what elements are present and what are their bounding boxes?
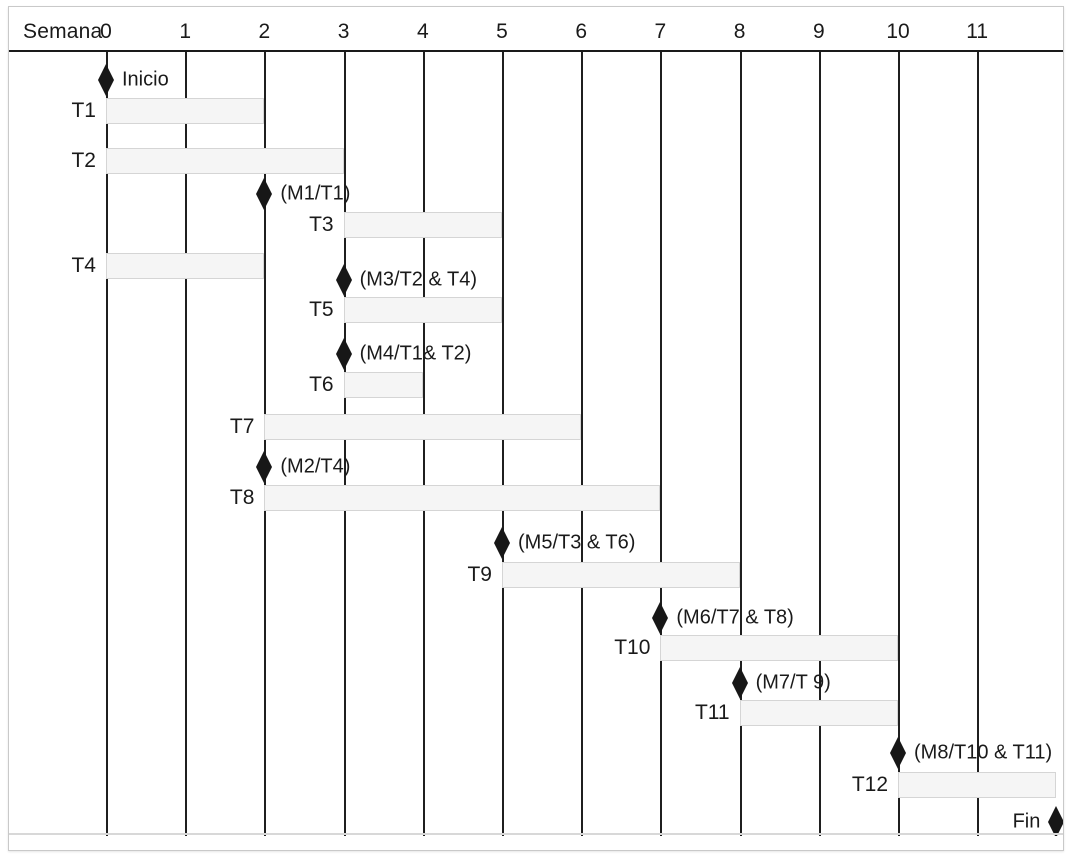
week-tick-1: 1 — [179, 20, 192, 43]
task-label-t3: T3 — [309, 213, 334, 236]
milestone-label-m4-t1-t2: (M4/T1& T2) — [359, 342, 472, 365]
task-label-t1: T1 — [71, 99, 96, 122]
gridline-week-7 — [660, 52, 663, 836]
gridline-week-0 — [106, 52, 108, 836]
header-divider — [9, 50, 1063, 52]
milestone-label-m6-t7-t8: (M6/T7 & T8) — [676, 606, 794, 629]
milestone-label-m8-t10-t11: (M8/T10 & T11) — [914, 741, 1053, 764]
milestone-label-m2-t4: (M2/T4) — [280, 455, 351, 478]
task-bar-t2[interactable] — [106, 148, 344, 174]
task-label-t2: T2 — [71, 149, 96, 172]
task-bar-t5[interactable] — [343, 297, 502, 323]
week-tick-2: 2 — [258, 20, 271, 43]
gridline-week-6 — [581, 52, 584, 836]
week-tick-5: 5 — [496, 20, 508, 43]
gridline-week-8 — [739, 52, 742, 836]
week-tick-11: 11 — [966, 20, 989, 43]
gridline-week-1 — [185, 52, 188, 836]
week-tick-6: 6 — [575, 20, 588, 43]
week-tick-8: 8 — [733, 20, 746, 43]
gridline-week-4 — [422, 52, 425, 836]
task-bar-t7[interactable] — [264, 414, 582, 440]
task-label-t9: T9 — [467, 563, 492, 586]
milestone-label-fin: Fin — [1012, 810, 1041, 833]
gridline-week-2 — [264, 52, 267, 836]
task-bar-t11[interactable] — [739, 700, 898, 726]
task-label-t5: T5 — [309, 298, 334, 321]
task-label-t7: T7 — [229, 415, 255, 438]
task-bar-t12[interactable] — [898, 772, 1057, 798]
milestone-label-m3-t2-t4: (M3/T2 & T4) — [359, 268, 478, 291]
axis-label-semana: Semana — [23, 20, 103, 43]
gridline-week-9 — [818, 52, 821, 836]
milestone-label-m7-t-9: (M7/T 9) — [755, 671, 831, 694]
gridline-week-3 — [343, 52, 346, 836]
task-label-t8: T8 — [229, 486, 255, 509]
task-bar-t9[interactable] — [502, 562, 740, 588]
week-tick-4: 4 — [416, 20, 429, 43]
gridline-week-11 — [977, 52, 980, 836]
gridline-week-5 — [502, 52, 504, 836]
task-bar-t4[interactable] — [106, 253, 265, 279]
task-label-t11: T11 — [694, 701, 730, 724]
week-axis-header: Semana 0 1 2 3 4 5 6 7 8 9 10 11 — [9, 7, 1063, 51]
milestone-label-inicio: Inicio — [122, 68, 169, 91]
task-bar-t3[interactable] — [343, 212, 502, 238]
plot-bottom-rule — [9, 833, 1063, 835]
task-label-t12: T12 — [851, 773, 888, 796]
gridline-week-10 — [898, 52, 900, 836]
task-label-t10: T10 — [614, 636, 651, 659]
task-bar-t10[interactable] — [660, 635, 898, 661]
week-tick-7: 7 — [654, 20, 667, 43]
task-bar-t6[interactable] — [343, 372, 423, 398]
week-tick-10: 10 — [886, 20, 910, 43]
week-tick-3: 3 — [337, 20, 350, 43]
task-bar-t8[interactable] — [264, 485, 661, 511]
week-tick-9: 9 — [812, 20, 825, 43]
week-tick-0: 0 — [100, 20, 112, 43]
task-bar-t1[interactable] — [106, 98, 265, 124]
milestone-label-m1-t1: (M1/T1) — [280, 182, 351, 205]
milestone-label-m5-t3-t6: (M5/T3 & T6) — [518, 531, 636, 554]
task-label-t4: T4 — [71, 254, 96, 277]
task-label-t6: T6 — [309, 373, 334, 396]
